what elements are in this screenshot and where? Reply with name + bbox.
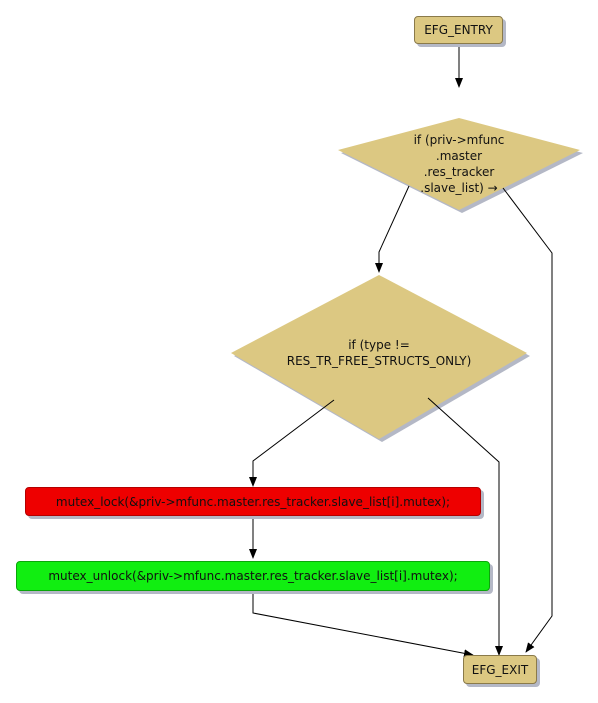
edge-condition-1-false [502, 187, 553, 653]
mutex-lock-label: mutex_lock(&priv->mfunc.master.res_track… [55, 494, 451, 509]
condition-2-text: if (type != RES_TR_FREE_STRUCTS_ONLY) [249, 325, 509, 381]
mutex-unlock-node: mutex_unlock(&priv->mfunc.master.res_tra… [16, 561, 490, 591]
mutex-unlock-label: mutex_unlock(&priv->mfunc.master.res_tra… [48, 569, 458, 583]
entry-node: EFG_ENTRY [414, 16, 503, 44]
condition-2-diamond [231, 275, 527, 439]
entry-label: EFG_ENTRY [424, 23, 493, 37]
edge-condition-1-true [375, 185, 410, 273]
mutex-lock-node: mutex_lock(&priv->mfunc.master.res_track… [25, 487, 481, 516]
condition-1-diamond [338, 118, 580, 210]
edge-unlock-to-exit [252, 591, 474, 658]
edge-condition-2-true [249, 399, 335, 487]
condition-2-line-1: if (type != [348, 338, 410, 352]
exit-label: EFG_EXIT [471, 662, 529, 677]
condition-1-line-3: .res_tracker [423, 165, 495, 179]
edge-condition-2-false [427, 397, 503, 656]
condition-1-line-4: .slave_list) → [420, 181, 498, 195]
condition-1-line-1: if (priv->mfunc [413, 133, 505, 147]
condition-2-line-2: RES_TR_FREE_STRUCTS_ONLY) [286, 354, 472, 368]
exit-node: EFG_EXIT [463, 655, 537, 684]
condition-1-line-2: .master [435, 149, 483, 163]
condition-1-text: if (priv->mfunc .master .res_tracker .sl… [380, 118, 538, 210]
